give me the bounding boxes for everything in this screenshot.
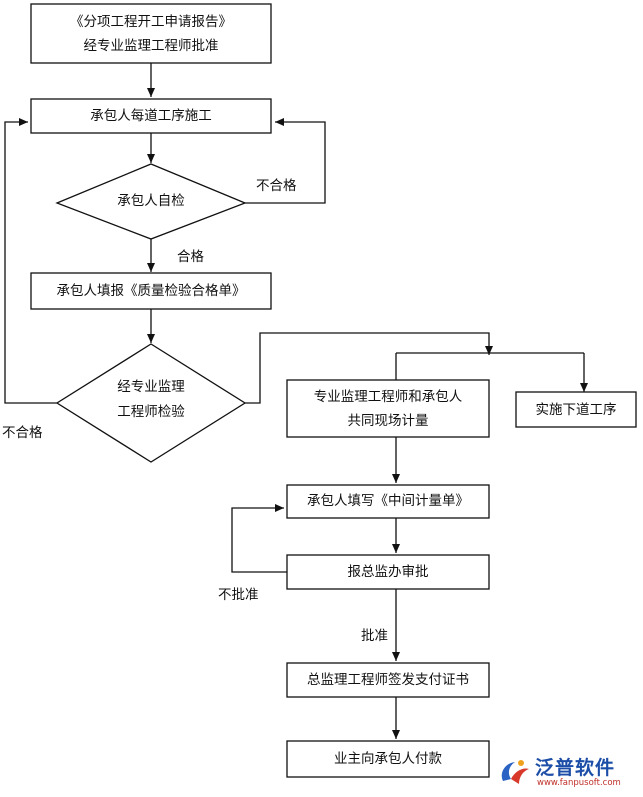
box-construction — [30, 98, 272, 134]
brand-name: 泛普软件 — [535, 757, 616, 779]
box-payment-certificate — [286, 662, 490, 698]
quality-form-label: 承包人填报《质量检验合格单》 — [57, 283, 246, 299]
chief-review-label: 报总监办审批 — [348, 564, 429, 580]
next-procedure-label: 实施下道工序 — [536, 402, 617, 418]
arrow-inspection-fail-loop — [4, 118, 57, 404]
start-approval-line-1: 《分项工程开工申请报告》 — [70, 14, 232, 30]
box-owner-payment — [286, 740, 490, 778]
arrow-selfcheck-fail-loop — [245, 118, 326, 204]
decision-engineer-inspection — [55, 343, 247, 463]
box-chief-review — [286, 554, 490, 590]
connectors — [4, 63, 588, 739]
interim-measurement-label: 承包人填写《中间计量单》 — [307, 493, 469, 509]
label-approved: 批准 — [361, 628, 388, 644]
self-check-label: 承包人自检 — [117, 193, 185, 209]
label-not-approved: 不批准 — [218, 587, 259, 603]
label-selfcheck-pass: 合格 — [177, 249, 204, 265]
box-joint-measurement — [286, 379, 490, 438]
arrow-inspection-pass — [245, 332, 493, 404]
arrow-not-approved-loop — [231, 504, 287, 573]
box-next-procedure — [515, 391, 637, 428]
decision-self-check — [55, 163, 247, 240]
joint-measurement-line-1: 专业监理工程师和承包人 — [314, 389, 463, 405]
box-interim-measurement — [286, 484, 490, 519]
inspection-line-2: 工程师检验 — [117, 404, 185, 420]
label-selfcheck-fail: 不合格 — [256, 178, 297, 194]
owner-payment-label: 业主向承包人付款 — [334, 751, 442, 767]
brand-url: www.fanpusoft.com — [537, 778, 621, 788]
inspection-line-1: 经专业监理 — [117, 379, 185, 395]
payment-certificate-label: 总监理工程师签发支付证书 — [307, 671, 469, 688]
construction-label: 承包人每道工序施工 — [90, 108, 212, 124]
joint-measurement-line-2: 共同现场计量 — [348, 413, 429, 429]
brand-logo-icon — [501, 760, 529, 784]
label-inspection-fail: 不合格 — [2, 425, 43, 441]
start-approval-line-2: 经专业监理工程师批准 — [84, 38, 219, 54]
box-quality-form — [30, 272, 272, 310]
brand-logo: 泛普软件 www.fanpusoft.com — [497, 755, 637, 791]
box-start-approval — [30, 3, 272, 64]
